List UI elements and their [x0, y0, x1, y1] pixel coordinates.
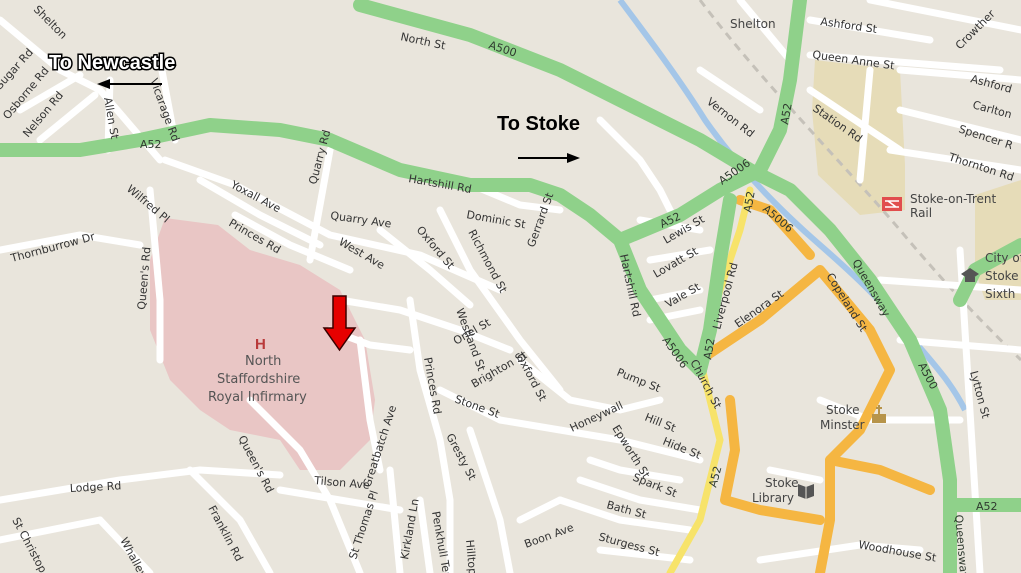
street-label: St Christop: [9, 515, 49, 573]
street-label: Gerrard St: [525, 190, 557, 249]
street-label: Queen's Rd: [135, 246, 153, 310]
minster-label: Stoke: [826, 403, 860, 417]
church-icon: [872, 405, 886, 423]
street-label: Pump St: [615, 366, 663, 396]
street-label: Allen St: [101, 96, 121, 140]
hospital-label: North: [245, 354, 281, 369]
road-label-a52-bottom-right: A52: [976, 500, 998, 513]
rail-icon: [882, 197, 902, 211]
railway-line: [698, 0, 1021, 362]
direction-label-newcastle: To Newcastle: [49, 52, 175, 74]
street-label: Quarry Ave: [330, 209, 393, 230]
street-label: Franklin Rd: [205, 503, 245, 563]
road-label-a500-top: A500: [487, 38, 518, 59]
street-label: Crowther: [953, 7, 998, 52]
place-label-shelton: Shelton: [730, 17, 776, 31]
campus-area: [812, 60, 905, 215]
hospital-label-3: Royal Infirmary: [208, 390, 307, 405]
library-label: Stoke: [765, 476, 799, 490]
arrow-right-icon: [518, 153, 580, 163]
street-label: Shelton: [31, 3, 70, 42]
sixth-form-label-2: Stoke: [985, 269, 1019, 283]
street-label: Hilltop Pl: [463, 539, 480, 573]
street-label: Hill St: [643, 411, 678, 435]
library-label-2: Library: [752, 491, 794, 505]
arrow-down-icon[interactable]: [322, 295, 357, 352]
rail-station[interactable]: Stoke-on-Trent Rail: [882, 192, 997, 220]
street-label: Vale St: [663, 280, 703, 311]
street-label: Ashford St: [820, 15, 879, 36]
stoke-library[interactable]: Stoke Library: [752, 476, 814, 505]
rail-station-label: Stoke-on-Trent: [910, 192, 997, 206]
sixth-form-college[interactable]: City of Stoke Sixth: [961, 251, 1021, 301]
secondary-roads: [695, 195, 935, 573]
hospital-icon: H: [255, 336, 266, 353]
arrow-left-icon: [97, 79, 162, 89]
street-label: Spencer R: [957, 122, 1015, 152]
hospital-label-2: Staffordshire: [217, 372, 300, 387]
book-icon: [798, 484, 814, 499]
sixth-form-label: City of: [985, 251, 1021, 265]
road-label-a52-church: A52: [706, 465, 724, 489]
street-label: Tilson Ave: [313, 474, 371, 492]
sixth-form-label-3: Sixth: [985, 287, 1015, 301]
street-label: Boon Ave: [523, 521, 576, 551]
road-label-queensway-bottom: Queensway: [952, 514, 971, 573]
stoke-minster[interactable]: Stoke Minster: [820, 403, 886, 432]
street-label: Carlton: [971, 98, 1013, 121]
street-label: Woodhouse St: [857, 538, 937, 565]
road-label-a52-top: A52: [778, 102, 795, 125]
hospital-area[interactable]: [150, 218, 375, 470]
school-icon: [961, 268, 979, 282]
street-label: Whalley: [117, 535, 149, 573]
street-label: Queen's Rd: [235, 433, 276, 495]
street-label: Lodge Rd: [69, 479, 121, 495]
street-label: Lovatt St: [651, 244, 701, 280]
street-label: Stone St: [453, 393, 502, 421]
hospital[interactable]: H North Staffordshire Royal Infirmary: [208, 336, 307, 405]
road-label-a52-liverpool: A52: [701, 337, 718, 360]
direction-label-stoke: To Stoke: [497, 113, 580, 135]
road-label-a52-vertical: A52: [741, 190, 758, 213]
minster-label-2: Minster: [820, 418, 865, 432]
rail-station-label-2: Rail: [910, 206, 932, 220]
road-label-a52-left: A52: [140, 138, 162, 151]
